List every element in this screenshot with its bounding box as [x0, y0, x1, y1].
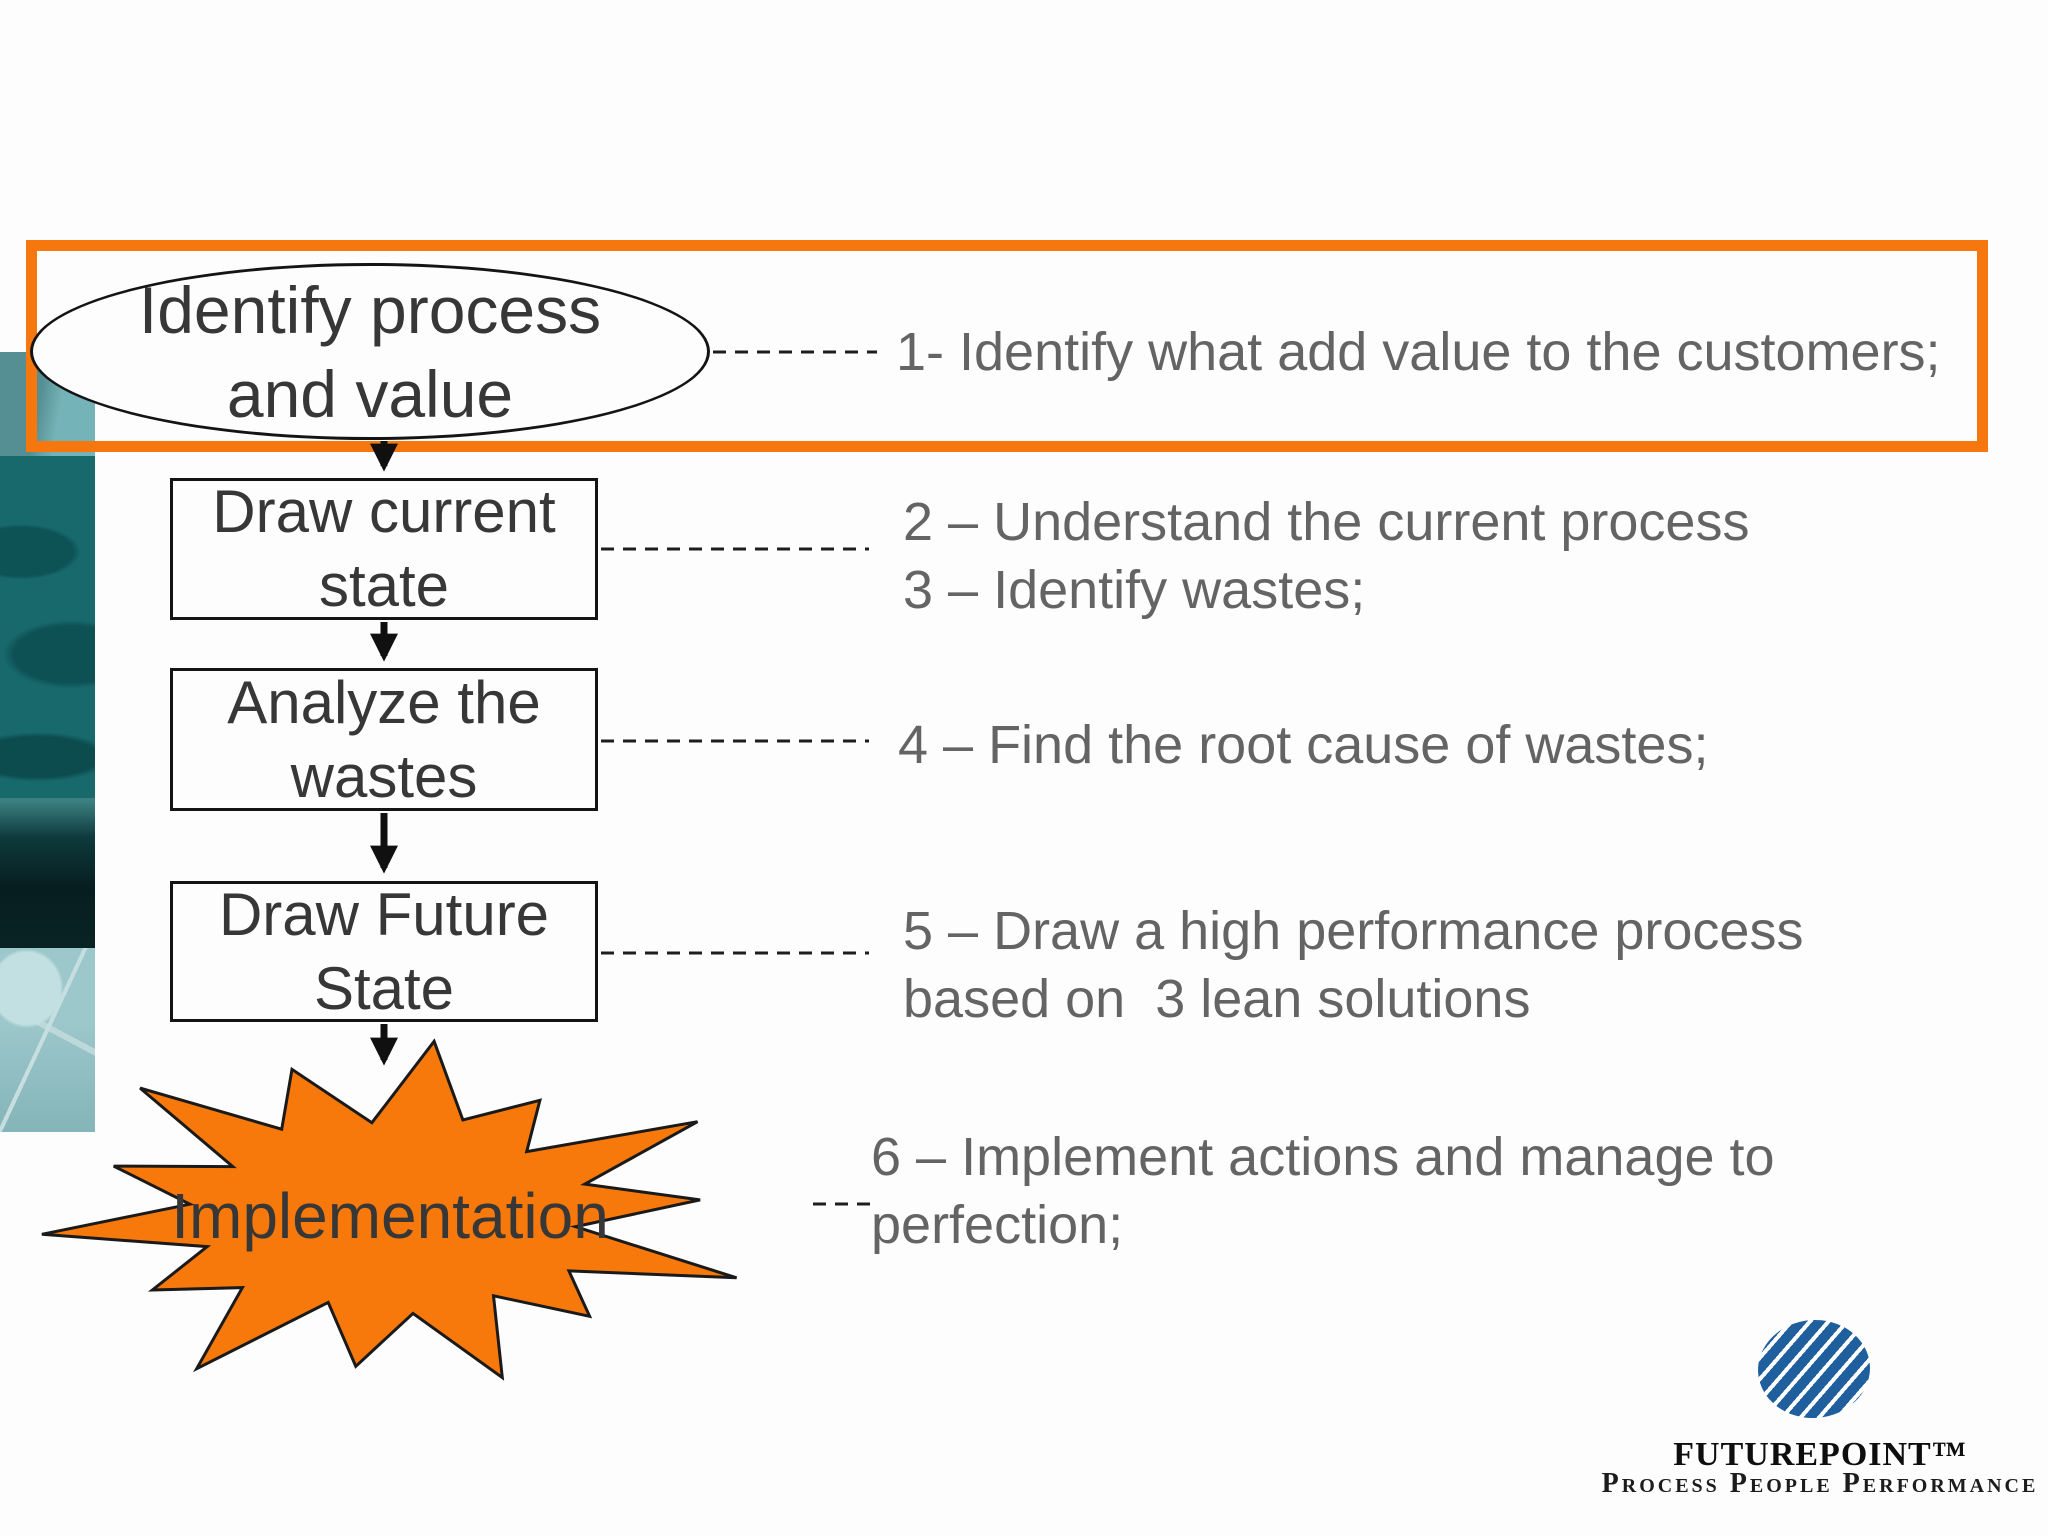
- step-box-draw-current-state: Draw current state: [170, 478, 598, 620]
- logo-tagline: Process People Performance: [1601, 1468, 2039, 1499]
- annotation-step-5: 5 – Draw a high performance process base…: [903, 897, 2003, 1033]
- photo-strip-near-black: [0, 798, 95, 948]
- step-ellipse-identify-process: Identify process and value: [30, 263, 710, 440]
- annotation-line: based on 3 lean solutions: [903, 969, 1531, 1029]
- step-label-line: and value: [226, 356, 514, 431]
- step-label-line: state: [318, 552, 450, 619]
- annotation-line: 2 – Understand the current process: [903, 492, 1750, 552]
- annotation-line: 3 – Identify wastes;: [903, 560, 1366, 620]
- step-box-analyze-wastes: Analyze the wastes: [170, 668, 598, 811]
- annotation-step-1: 1- Identify what add value to the custom…: [896, 318, 2016, 386]
- annotation-steps-2-3: 2 – Understand the current process 3 – I…: [903, 488, 2003, 624]
- step-label-line: wastes: [290, 742, 478, 810]
- dashed-connectors: [601, 350, 877, 1206]
- annotation-step-4: 4 – Find the root cause of wastes;: [898, 711, 1998, 779]
- annotation-line: 6 – Implement actions and manage to: [871, 1127, 1775, 1187]
- step-label-line: Draw current: [212, 478, 556, 545]
- implementation-label: Implementation: [171, 1180, 609, 1252]
- step-label-line: Draw Future: [218, 880, 550, 948]
- step-box-draw-future-state: Draw Future State: [170, 881, 598, 1022]
- step-label-line: Identify process: [138, 272, 602, 347]
- step-label-line: State: [313, 954, 455, 1022]
- step-label-line: Analyze the: [227, 668, 541, 736]
- photo-strip-map: [0, 948, 95, 1132]
- annotation-line: perfection;: [871, 1195, 1124, 1255]
- logo-brand-name: FUTUREPOINT™: [1673, 1436, 1967, 1473]
- annotation-line: 4 – Find the root cause of wastes;: [898, 715, 1709, 775]
- photo-strip-teal-dark: [0, 456, 95, 798]
- annotation-line: 1- Identify what add value to the custom…: [896, 322, 1941, 382]
- annotation-line: 5 – Draw a high performance process: [903, 901, 1804, 961]
- annotation-step-6: 6 – Implement actions and manage to perf…: [871, 1123, 1971, 1259]
- implementation-starburst: [41, 1038, 738, 1381]
